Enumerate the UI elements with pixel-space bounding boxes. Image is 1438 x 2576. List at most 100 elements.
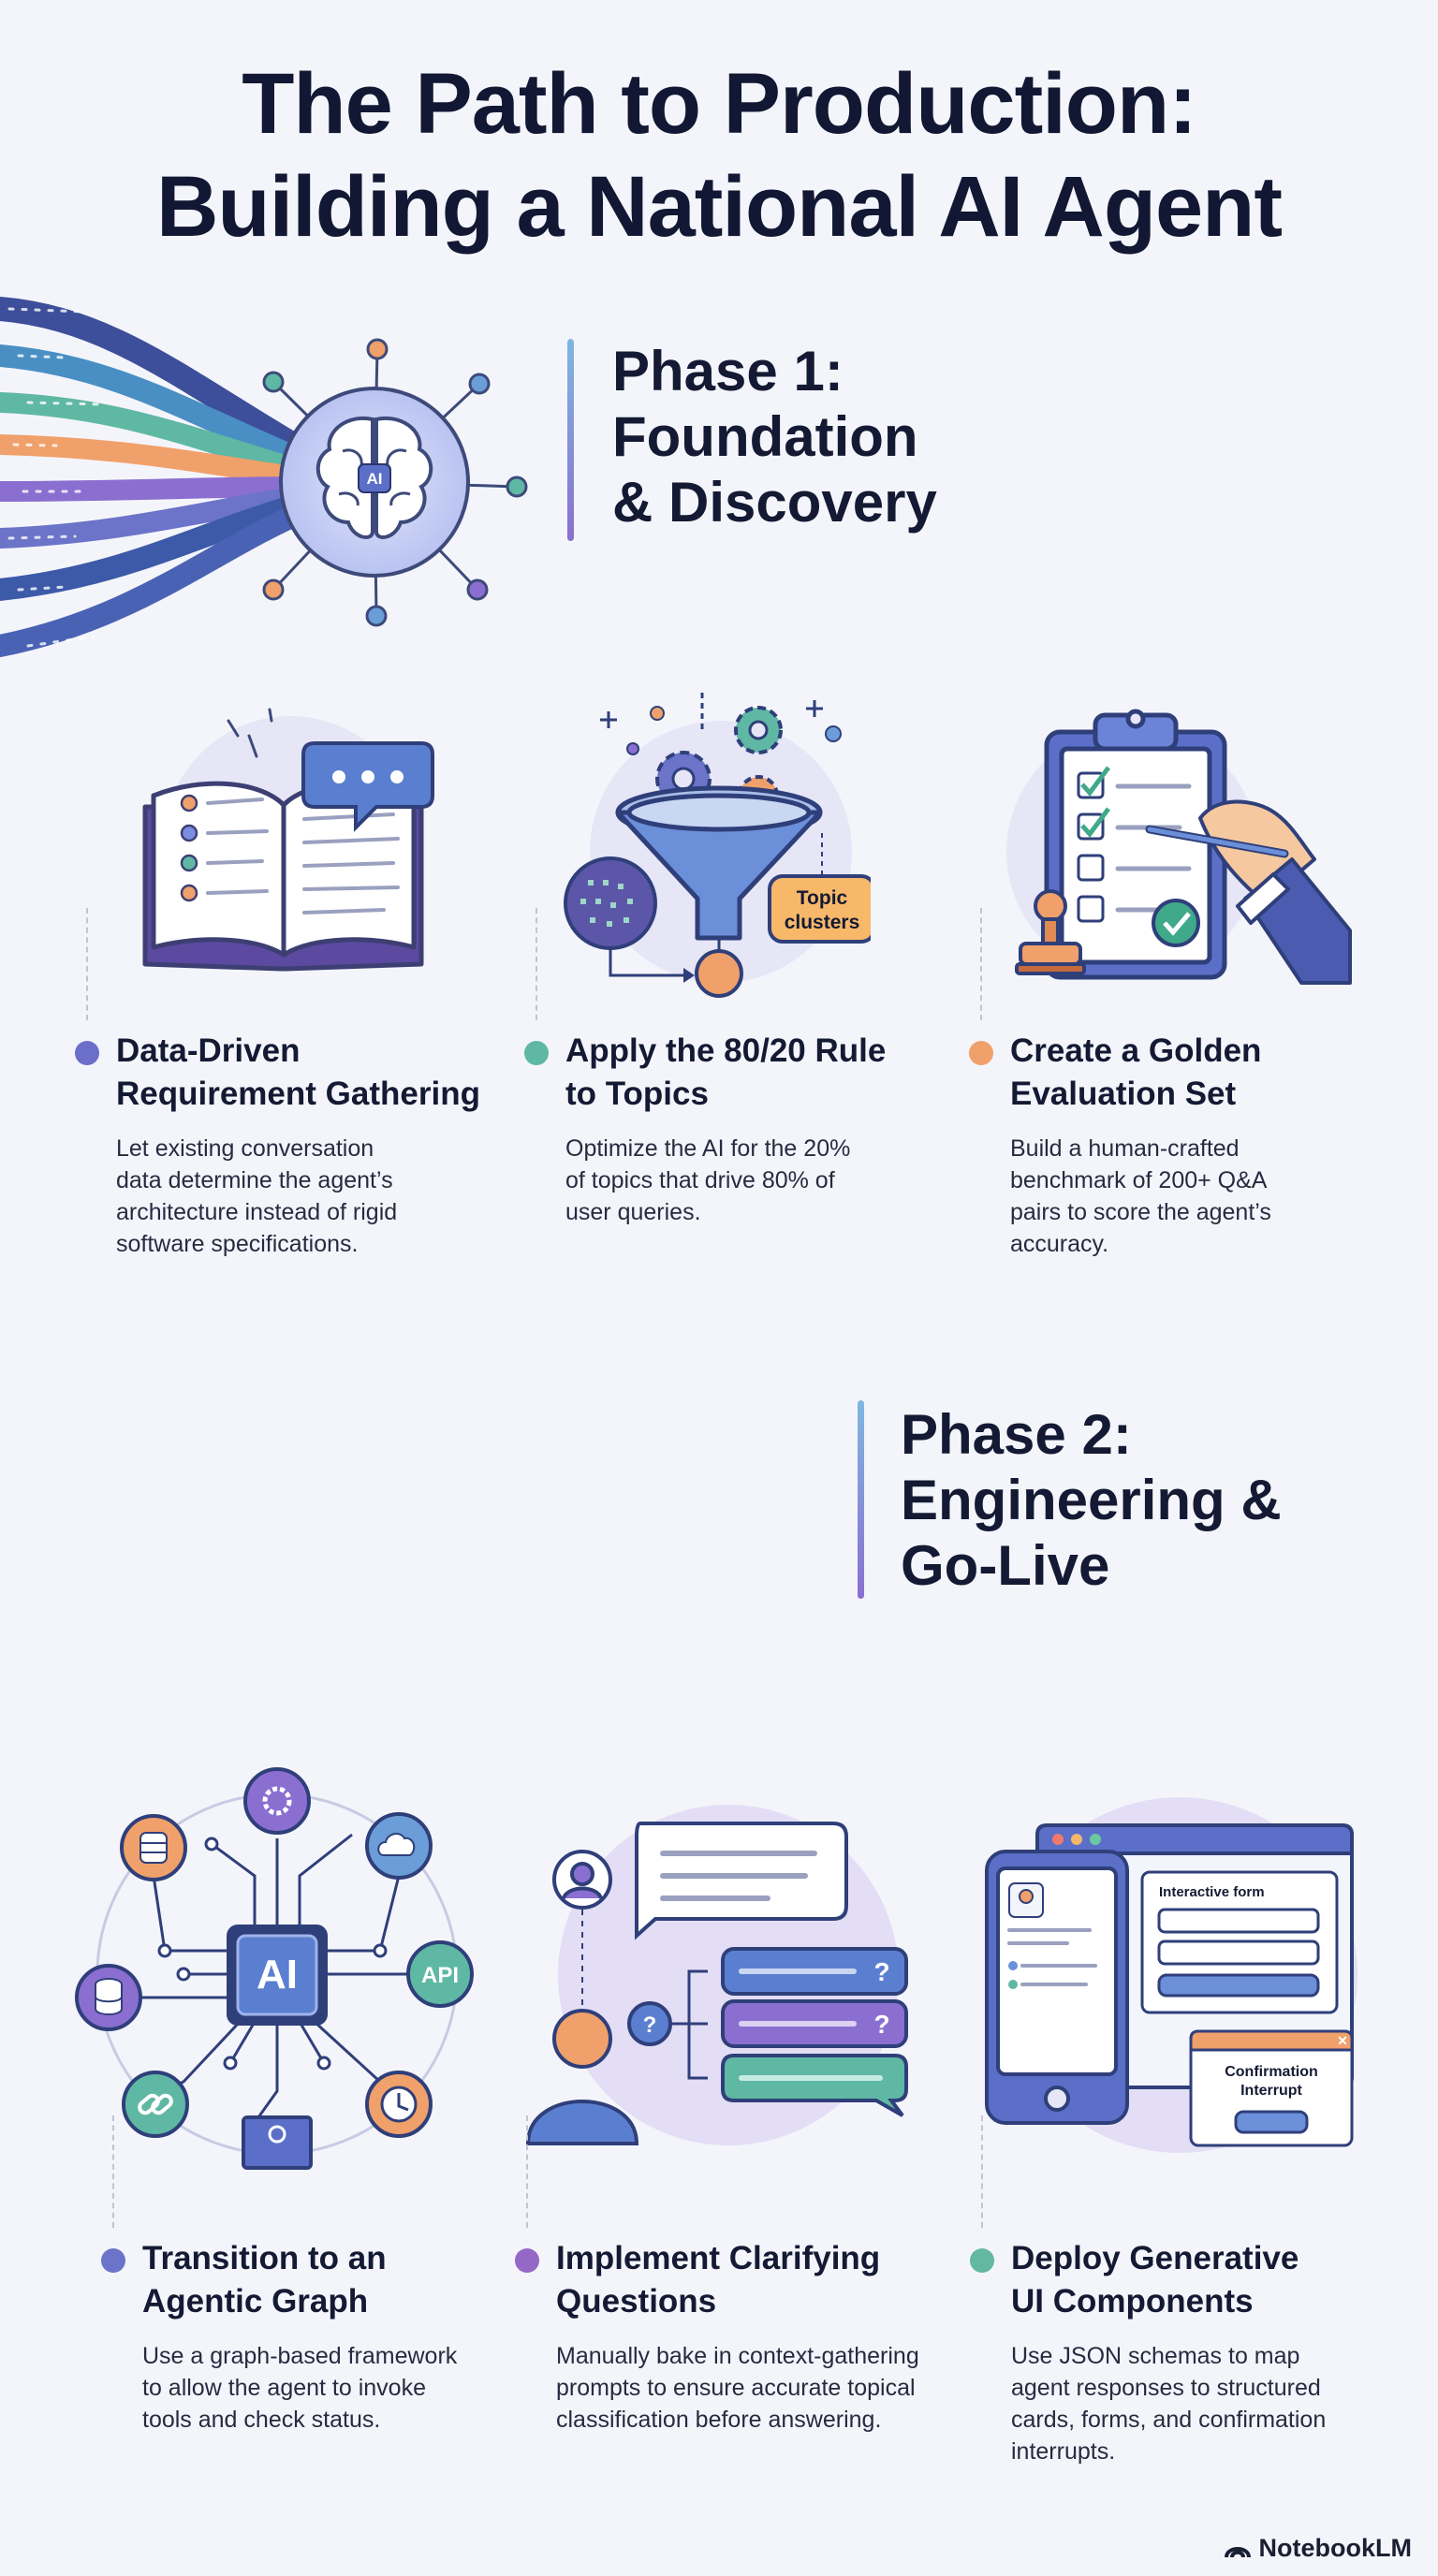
interactive-form-card: [1140, 1870, 1339, 2014]
step-description: Use a graph-based framework to allow the…: [142, 2340, 532, 2436]
notebooklm-brand-text: NotebookLM: [1258, 2534, 1412, 2562]
step-dot-icon: [75, 1041, 99, 1065]
api-node-label: API: [421, 1963, 459, 1988]
topic-clusters-label-line-2: clusters: [785, 912, 860, 933]
topic-clusters-tag: Topic clusters: [768, 874, 871, 944]
step-title-line-1: Create a Golden: [1010, 1032, 1262, 1069]
step-connector-line: [980, 908, 982, 1020]
step-description-line-4: accuracy.: [1010, 1231, 1109, 1257]
clarifying-option-3: [721, 2054, 908, 2117]
step-description-line-2: of topics that drive 80% of: [565, 1167, 835, 1193]
circuit-junctions: [157, 1837, 388, 2071]
step-title-line-1: Data-Driven: [116, 1032, 301, 1069]
step-description: Use JSON schemas to map agent responses …: [1011, 2340, 1410, 2467]
clarifying-questions-illustration: ? ? ?: [525, 1805, 908, 2145]
generative-ui-illustration: Interactive form ✕ Confirmation Interrup…: [985, 1797, 1357, 2153]
assistant-avatar-icon: [552, 1850, 612, 1910]
phase-1-heading: Phase 1: Foundation & Discovery: [612, 339, 937, 535]
clarifying-option-1: ?: [721, 1947, 908, 1996]
ai-chip-label: AI: [257, 1952, 298, 1998]
page-title-line-1: The Path to Production:: [242, 56, 1197, 152]
topic-clusters-label-line-1: Topic: [797, 887, 848, 909]
phase-2-heading: Phase 2: Engineering & Go-Live: [901, 1402, 1282, 1599]
step-description-line-1: Build a human-crafted: [1010, 1135, 1240, 1162]
question-badge-icon: ?: [627, 2001, 672, 2046]
step-dot-icon: [524, 1041, 549, 1065]
step-title-line-2: Evaluation Set: [1010, 1076, 1237, 1112]
ai-chip-icon: [358, 463, 391, 493]
sparkle-marks: [600, 693, 823, 730]
step-title: Apply the 80/20 Rule to Topics: [565, 1030, 955, 1116]
svg-text:?: ?: [873, 2010, 889, 2039]
link-node-icon: [122, 2071, 189, 2138]
step-title-line-2: UI Components: [1011, 2283, 1254, 2320]
step-title: Deploy Generative UI Components: [1011, 2237, 1410, 2323]
step-description-line-1: Use JSON schemas to map: [1011, 2343, 1300, 2369]
step-title: Implement Clarifying Questions: [556, 2237, 974, 2323]
checklist: [1077, 766, 1111, 923]
step-title-line-1: Implement Clarifying: [556, 2240, 881, 2276]
data-sphere-icon: [564, 856, 657, 950]
step-title-line-2: Questions: [556, 2283, 717, 2320]
book-left-page: [151, 781, 286, 958]
step-title-line-2: Requirement Gathering: [116, 1076, 480, 1112]
step-title-line-2: Agentic Graph: [142, 2283, 369, 2320]
step-description-line-3: cards, forms, and confirmation: [1011, 2407, 1327, 2433]
step-description: Let existing conversation data determine…: [116, 1133, 506, 1260]
phase-2-heading-line-2: Engineering &: [901, 1469, 1282, 1531]
book-bullet-list: [180, 794, 198, 902]
step-dot-icon: [970, 2248, 994, 2273]
clipboard-icon: [1044, 709, 1227, 980]
step-description-line-1: Optimize the AI for the 20%: [565, 1135, 851, 1162]
svg-text:?: ?: [873, 1957, 889, 1986]
network-nodes: [262, 338, 528, 627]
brain-badge-label: AI: [367, 470, 383, 488]
step-description-line-3: tools and check status.: [142, 2407, 381, 2433]
cloud-node-icon: [365, 1812, 433, 1880]
step-connector-line: [536, 908, 537, 1020]
step-description: Optimize the AI for the 20% of topics th…: [565, 1133, 955, 1228]
notebooklm-logo-icon: [1224, 2546, 1251, 2557]
golden-set-clipboard-illustration: [1006, 709, 1352, 985]
step-description-line-1: Let existing conversation: [116, 1135, 374, 1162]
step-description-line-1: Use a graph-based framework: [142, 2343, 458, 2369]
clock-node-icon: [365, 2071, 433, 2138]
brain-icon: [315, 416, 433, 539]
writing-hand-icon: [1145, 799, 1352, 985]
phase-2-step-3: Deploy Generative UI Components Use JSON…: [970, 2115, 1410, 2467]
phase-2-step-2: Implement Clarifying Questions Manually …: [515, 2115, 974, 2436]
data-streams-brain-illustration: AI: [0, 297, 528, 657]
phase-1-accent-bar: [567, 339, 574, 541]
step-description-line-4: interrupts.: [1011, 2438, 1116, 2465]
step-description: Manually bake in context-gathering promp…: [556, 2340, 974, 2436]
checklist-lines: [1115, 783, 1192, 913]
phase-2-heading-line-3: Go-Live: [901, 1534, 1110, 1597]
step-title: Create a Golden Evaluation Set: [1010, 1030, 1400, 1116]
data-stream-lines: [0, 297, 321, 657]
database-stack-node-icon: [75, 1964, 142, 2031]
confirmation-label-line-2: Interrupt: [1240, 2083, 1302, 2099]
approval-check-badge: [1152, 899, 1200, 947]
notebooklm-watermark: NotebookLM: [1224, 2534, 1412, 2563]
topic-funnel-illustration: Topic clusters: [564, 693, 871, 998]
funnel-icon: [615, 785, 823, 941]
output-topic-dot: [695, 949, 743, 998]
confirmation-label-line-1: Confirmation: [1225, 2064, 1318, 2080]
step-title-line-1: Deploy Generative: [1011, 2240, 1299, 2276]
step-title-line-1: Apply the 80/20 Rule: [565, 1032, 887, 1069]
step-description: Build a human-crafted benchmark of 200+ …: [1010, 1133, 1400, 1260]
step-description-line-2: to allow the agent to invoke: [142, 2375, 426, 2401]
mobile-phone-icon: [985, 1850, 1129, 2125]
step-description-line-3: user queries.: [565, 1199, 701, 1225]
book-right-page: [281, 781, 417, 958]
step-description-line-3: architecture instead of rigid: [116, 1199, 398, 1225]
step-description-line-1: Manually bake in context-gathering: [556, 2343, 919, 2369]
phase-2-heading-line-1: Phase 2:: [901, 1403, 1132, 1466]
step-description-line-3: pairs to score the agent’s: [1010, 1199, 1271, 1225]
sparkle-lines: [227, 708, 273, 758]
branch-arrows: [670, 1969, 708, 2080]
chat-bubble-icon: [301, 741, 434, 832]
clarifying-option-2: ?: [721, 1999, 908, 2048]
phase-1-step-1: Data-Driven Requirement Gathering Let ex…: [75, 908, 506, 1260]
step-title-line-2: to Topics: [565, 1076, 709, 1112]
